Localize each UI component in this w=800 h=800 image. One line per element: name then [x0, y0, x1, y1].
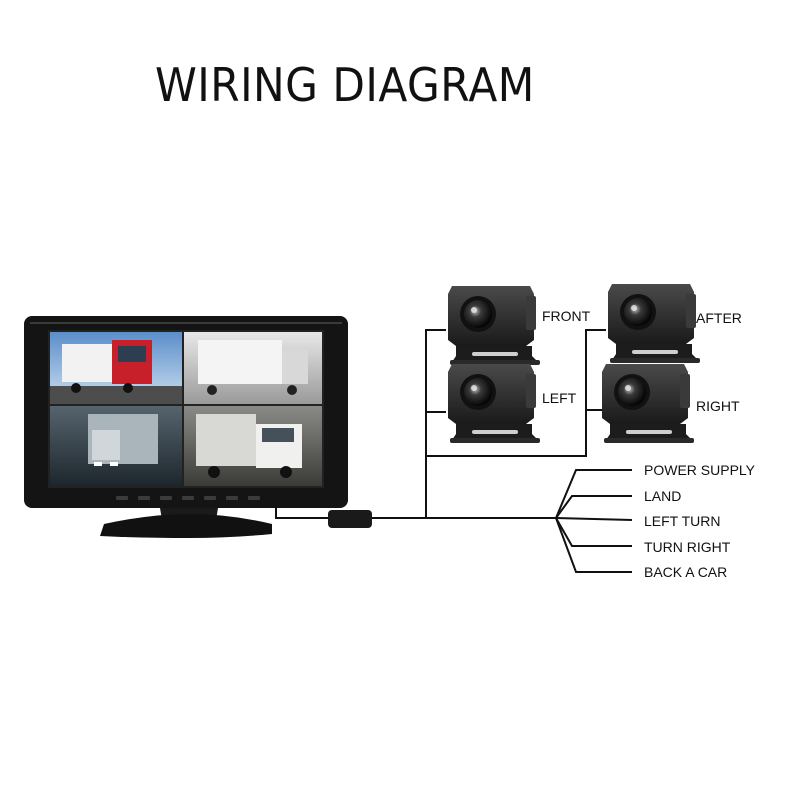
output-label-land: LAND — [644, 488, 681, 504]
camera-label-front: FRONT — [542, 308, 591, 324]
monitor-stand-base — [100, 514, 272, 538]
output-label-left-turn: LEFT TURN — [644, 513, 721, 529]
diagram-title: WIRING DIAGRAM — [155, 58, 535, 112]
monitor — [24, 316, 348, 538]
screen-quad-view — [50, 332, 322, 486]
camera-left: LEFT — [448, 364, 577, 443]
camera-right: RIGHT — [602, 364, 740, 443]
wires — [275, 329, 633, 573]
camera-after: AFTER — [608, 284, 742, 363]
output-label-power-supply: POWER SUPPLY — [644, 462, 756, 478]
output-label-turn-right: TURN RIGHT — [644, 539, 731, 555]
output-label-back-a-car: BACK A CAR — [644, 564, 727, 580]
cable-adapter-box — [328, 510, 372, 528]
camera-front: FRONT — [448, 286, 591, 365]
monitor-buttons — [116, 496, 260, 500]
camera-label-after: AFTER — [696, 310, 742, 326]
camera-label-left: LEFT — [542, 390, 577, 406]
camera-label-right: RIGHT — [696, 398, 740, 414]
